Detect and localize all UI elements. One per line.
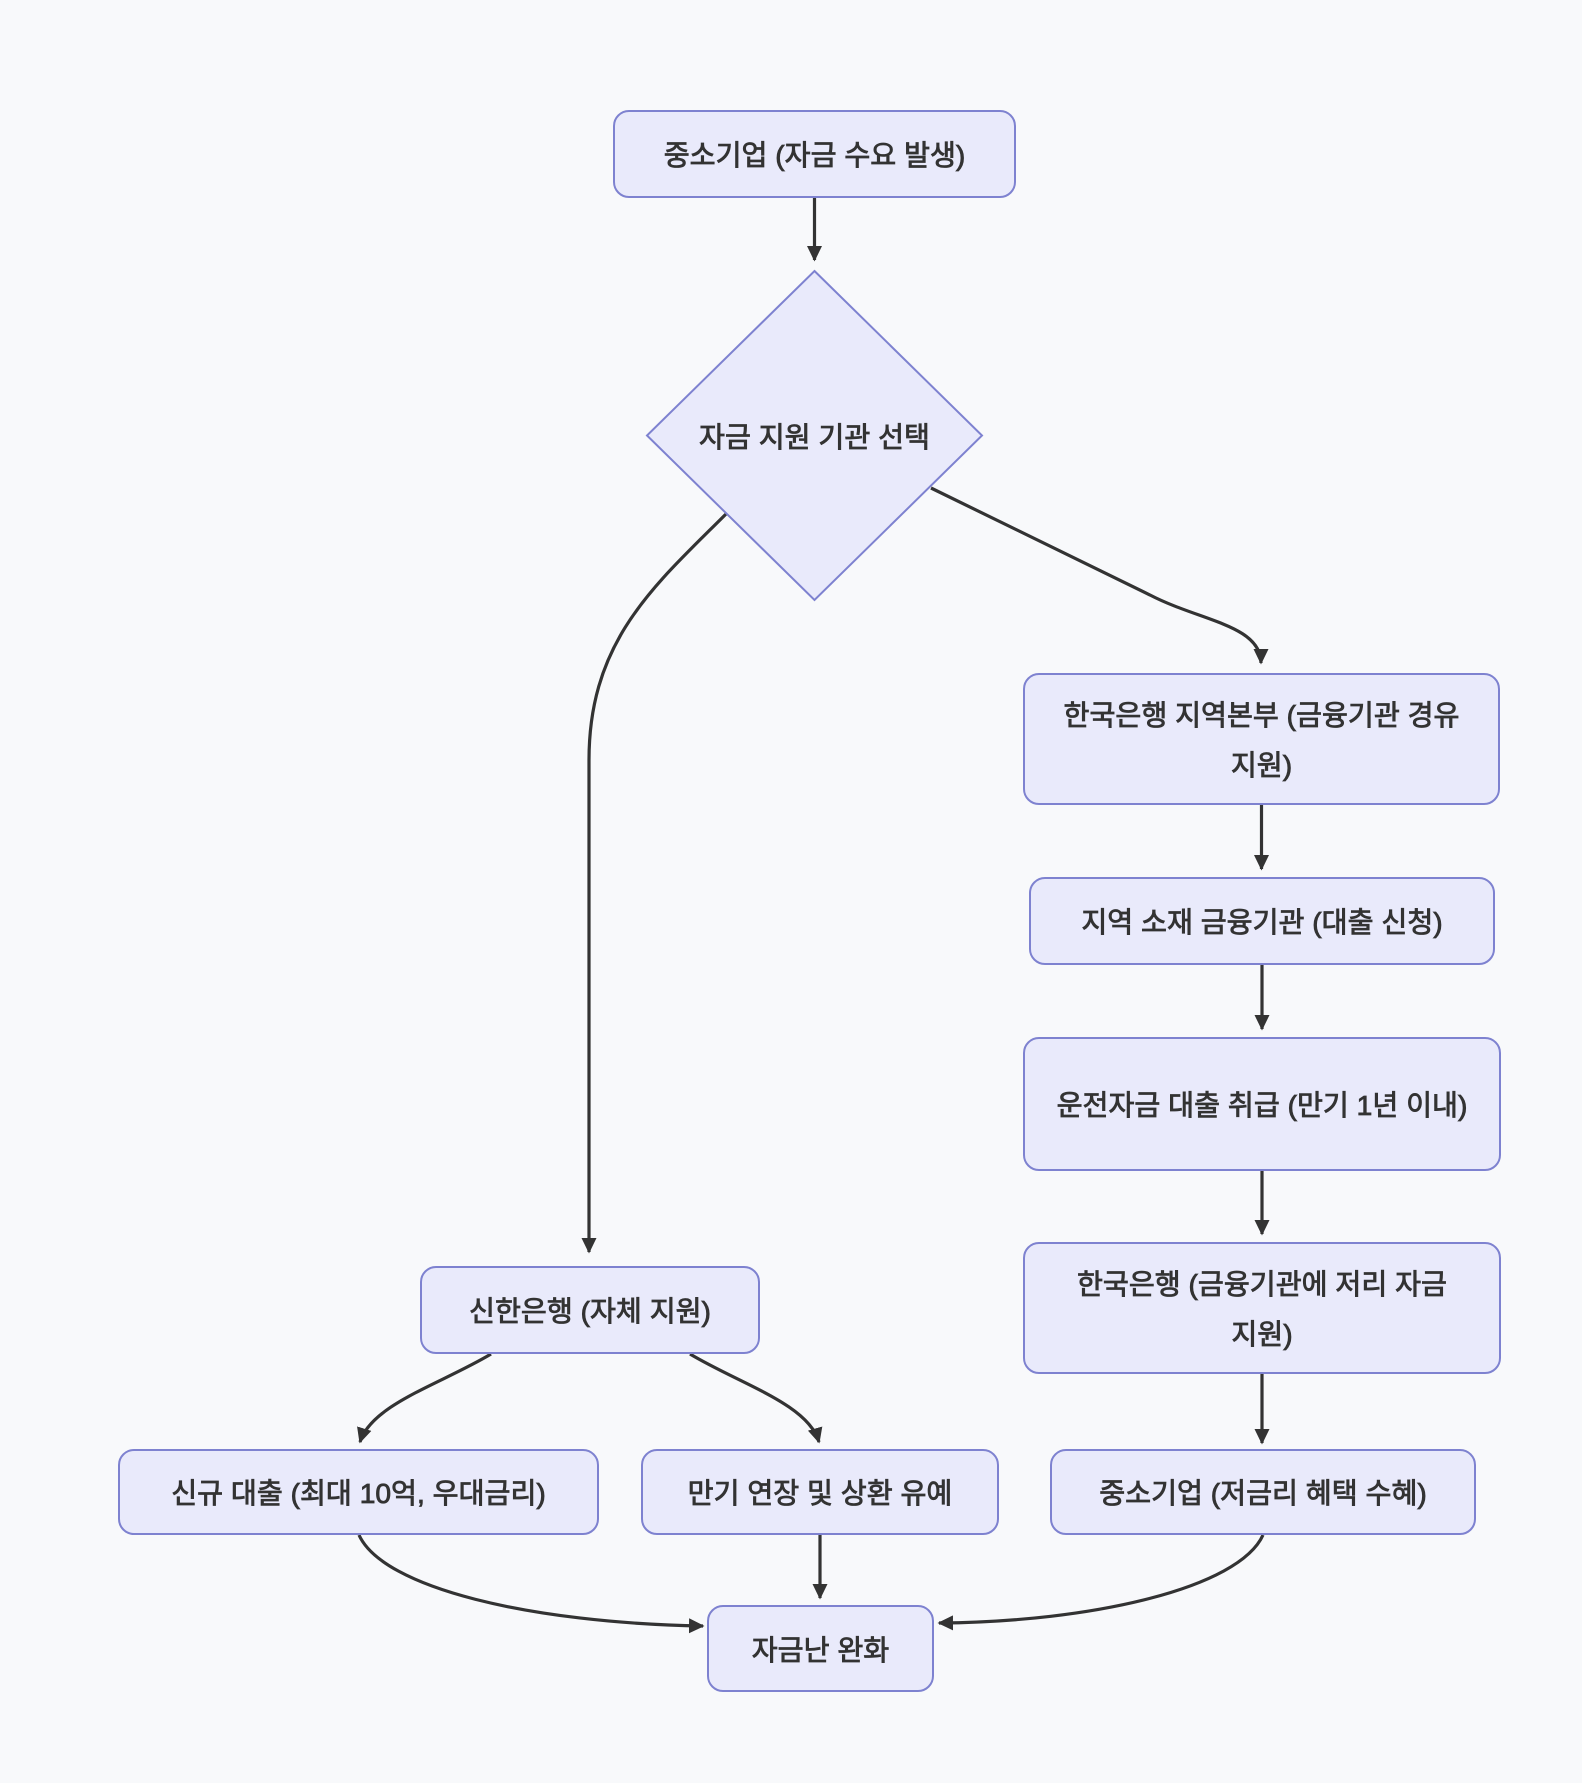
node-maturity-extension: 만기 연장 및 상환 유예 [641, 1449, 999, 1535]
node-agency-choice: 자금 지원 기관 선택 [647, 385, 982, 486]
node-maturity-extension-label: 만기 연장 및 상환 유예 [687, 1477, 953, 1510]
node-bok-low-rate-support: 한국은행 (금융기관에 저리 자금 지원) [1023, 1242, 1501, 1374]
node-sme-start-label: 중소기업 (자금 수요 발생) [663, 139, 966, 172]
node-shinhan-bank-label: 신한은행 (자체 지원) [469, 1295, 712, 1328]
node-local-financial-institution: 지역 소재 금융기관 (대출 신청) [1029, 877, 1495, 965]
edge-new-loan-to-funding-relief [357, 1534, 705, 1634]
edge-shinhan-bank-to-new-loan [357, 1352, 492, 1444]
node-funding-relief-label: 자금난 완화 [751, 1633, 890, 1666]
node-sme-low-rate-benefit: 중소기업 (저금리 혜택 수혜) [1050, 1449, 1476, 1535]
node-sme-low-rate-benefit-label: 중소기업 (저금리 혜택 수혜) [1099, 1477, 1427, 1510]
node-sme-start: 중소기업 (자금 수요 발생) [613, 110, 1016, 198]
edge-agency-choice-to-bok-regional-hq [930, 486, 1269, 665]
node-bok-low-rate-support-label: 한국은행 (금융기관에 저리 자금 지원) [1076, 1268, 1448, 1351]
node-bok-regional-hq: 한국은행 지역본부 (금융기관 경유 지원) [1023, 673, 1500, 805]
node-funding-relief: 자금난 완화 [707, 1605, 934, 1692]
edge-shinhan-bank-to-maturity-extension [689, 1352, 823, 1444]
node-local-financial-institution-label: 지역 소재 금융기관 (대출 신청) [1081, 906, 1443, 939]
node-agency-choice-label: 자금 지원 기관 선택 [699, 420, 931, 453]
edge-sme-low-rate-benefit-to-funding-relief [937, 1534, 1265, 1631]
node-working-capital-loan: 운전자금 대출 취급 (만기 1년 이내) [1023, 1037, 1501, 1171]
node-working-capital-loan-label: 운전자금 대출 취급 (만기 1년 이내) [1056, 1089, 1468, 1122]
node-new-loan-label: 신규 대출 (최대 10억, 우대금리) [171, 1477, 546, 1510]
decision-diamond-shape [645, 269, 984, 602]
node-bok-regional-hq-label: 한국은행 지역본부 (금융기관 경유 지원) [1063, 699, 1460, 782]
node-new-loan: 신규 대출 (최대 10억, 우대금리) [118, 1449, 599, 1535]
edge-agency-choice-to-shinhan-bank [581, 512, 728, 1254]
node-shinhan-bank: 신한은행 (자체 지원) [420, 1266, 760, 1354]
